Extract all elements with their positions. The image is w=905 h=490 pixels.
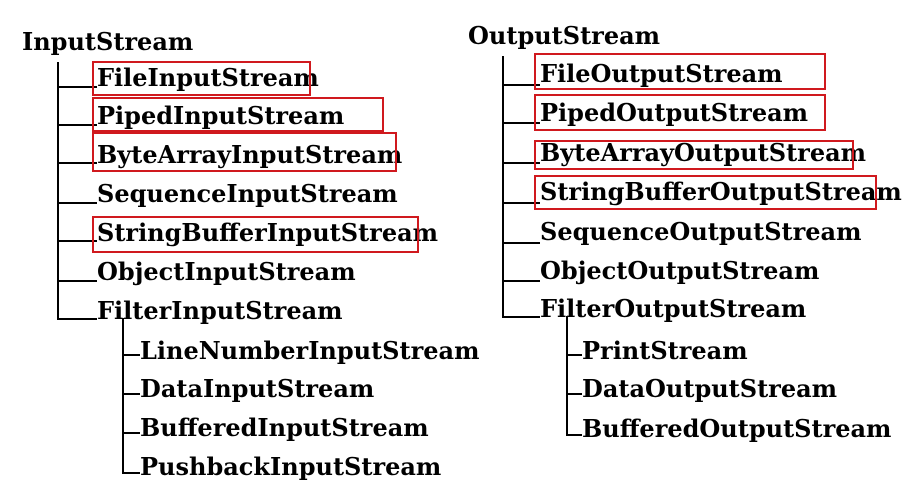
input-child-label: PipedInputStream	[97, 101, 345, 130]
output-branch-line	[502, 280, 540, 282]
input-child-label: StringBufferInputStream	[97, 218, 439, 247]
input-filter-branch-line	[122, 393, 140, 395]
input-branch-line	[57, 240, 97, 242]
output-branch-line	[502, 162, 540, 164]
input-child-label: FilterInputStream	[97, 296, 343, 325]
output-filter-branch-line	[566, 354, 582, 356]
output-branch-line	[502, 316, 540, 318]
input-child-label: SequenceInputStream	[97, 179, 398, 208]
input-highlight-box	[92, 97, 384, 132]
input-filter-child-label: BufferedInputStream	[140, 413, 429, 442]
output-branch-line	[502, 242, 540, 244]
output-filter-child-label: DataOutputStream	[582, 374, 838, 403]
output-filter-branch-line	[566, 393, 582, 395]
output-branch-line	[502, 84, 540, 86]
output-highlight-box	[534, 94, 826, 131]
output-branch-line	[502, 202, 540, 204]
input-branch-line	[57, 162, 97, 164]
output-filter-branch-line	[566, 434, 582, 436]
output-child-label: StringBufferOutputStream	[540, 177, 902, 206]
output-filter-trunk-line	[566, 316, 568, 436]
output-highlight-box	[534, 175, 877, 210]
output-trunk-line	[502, 56, 504, 318]
output-child-label: FilterOutputStream	[540, 294, 807, 323]
input-highlight-box	[92, 61, 311, 96]
input-branch-line	[57, 86, 97, 88]
input-child-label: ObjectInputStream	[97, 257, 356, 286]
input-highlight-box	[92, 216, 419, 253]
output-highlight-box	[534, 53, 826, 90]
input-filter-trunk-line	[122, 318, 124, 474]
input-trunk-line	[57, 62, 59, 320]
input-filter-branch-line	[122, 354, 140, 356]
input-branch-line	[57, 124, 97, 126]
output-child-label: FileOutputStream	[540, 59, 783, 88]
output-branch-line	[502, 122, 540, 124]
output-filter-child-label: BufferedOutputStream	[582, 414, 892, 443]
output-filter-child-label: PrintStream	[582, 336, 748, 365]
input-filter-branch-line	[122, 432, 140, 434]
input-child-label: FileInputStream	[97, 63, 319, 92]
input-filter-child-label: LineNumberInputStream	[140, 336, 480, 365]
input-child-label: ByteArrayInputStream	[97, 140, 403, 169]
output-child-label: PipedOutputStream	[540, 98, 809, 127]
input-branch-line	[57, 318, 97, 320]
output-child-label: ByteArrayOutputStream	[540, 138, 867, 167]
input-branch-line	[57, 202, 97, 204]
input-highlight-box	[92, 132, 397, 172]
output-root-label: OutputStream	[468, 21, 661, 50]
output-highlight-box	[534, 140, 854, 170]
input-root-label: InputStream	[22, 27, 194, 56]
input-filter-child-label: DataInputStream	[140, 374, 375, 403]
input-filter-branch-line	[122, 472, 140, 474]
output-child-label: SequenceOutputStream	[540, 217, 862, 246]
input-branch-line	[57, 280, 97, 282]
output-child-label: ObjectOutputStream	[540, 256, 820, 285]
input-filter-child-label: PushbackInputStream	[140, 452, 442, 481]
